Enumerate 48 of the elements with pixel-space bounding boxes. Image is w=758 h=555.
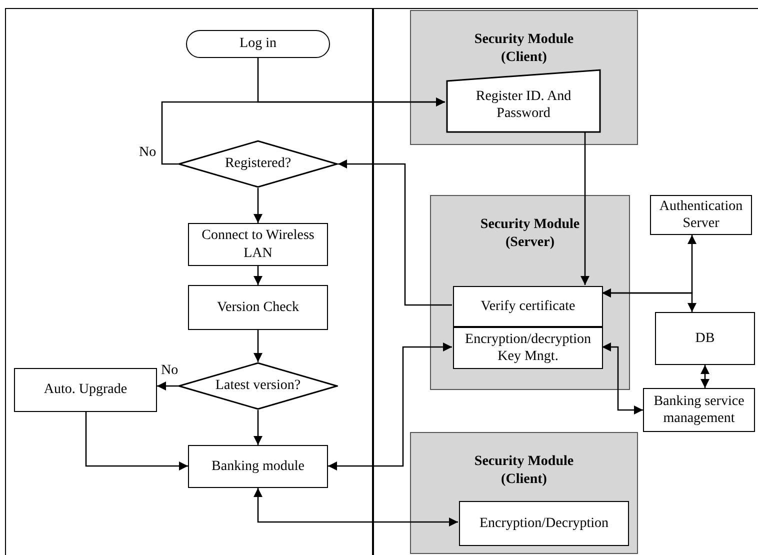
decision-diamond bbox=[178, 140, 338, 188]
module-title: Security Module (Client) bbox=[473, 453, 575, 488]
process-box bbox=[14, 368, 157, 412]
connector-arrow bbox=[85, 412, 188, 470]
connector-arrow bbox=[338, 160, 452, 306]
connector-arrow bbox=[580, 132, 590, 285]
connector-arrow bbox=[161, 98, 445, 165]
connector-arrow bbox=[328, 342, 452, 470]
node-label: Banking service management bbox=[652, 392, 746, 428]
module-title: Security Module (Server) bbox=[479, 216, 581, 251]
input-box bbox=[446, 69, 601, 133]
node-label: Verify certificate bbox=[480, 298, 576, 316]
process-box bbox=[459, 501, 629, 546]
node-label: Authentication Server bbox=[658, 198, 744, 232]
connector-arrow bbox=[254, 330, 262, 362]
node-label: Auto. Upgrade bbox=[42, 381, 128, 399]
process-box bbox=[650, 195, 752, 235]
process-box bbox=[188, 285, 328, 330]
process-box bbox=[188, 445, 328, 488]
connector-arrow bbox=[602, 342, 643, 414]
node-label: Encryption/decryption Key Mngt. bbox=[464, 330, 592, 366]
module-title: Security Module (Client) bbox=[473, 31, 575, 66]
connector-arrow bbox=[254, 410, 262, 445]
start-terminal bbox=[186, 30, 330, 58]
connector-arrow bbox=[700, 365, 710, 388]
node-label: Version Check bbox=[216, 298, 300, 316]
process-box bbox=[453, 286, 603, 327]
process-box bbox=[655, 312, 755, 365]
module-panel bbox=[410, 432, 638, 554]
connector-arrow bbox=[254, 188, 262, 223]
node-label: Banking module bbox=[210, 458, 306, 476]
module-panel bbox=[410, 10, 638, 145]
module-panel bbox=[430, 195, 630, 390]
connector-arrow bbox=[157, 382, 178, 390]
node-label: DB bbox=[694, 330, 716, 348]
decision-diamond bbox=[178, 362, 338, 410]
connector-arrow bbox=[254, 266, 262, 285]
node-label: Connect to Wireless LAN bbox=[200, 227, 316, 262]
connector-arrow bbox=[254, 488, 458, 526]
node-label: Log in bbox=[238, 35, 278, 53]
process-box bbox=[453, 327, 603, 369]
connector-arrow bbox=[602, 288, 696, 312]
process-box bbox=[643, 388, 755, 432]
node-label: Latest version? bbox=[214, 377, 302, 395]
process-box bbox=[188, 223, 328, 266]
node-label: Register ID. And Password bbox=[474, 88, 572, 122]
node-label: Registered? bbox=[224, 155, 292, 173]
node-label: Encryption/Decryption bbox=[478, 514, 610, 532]
